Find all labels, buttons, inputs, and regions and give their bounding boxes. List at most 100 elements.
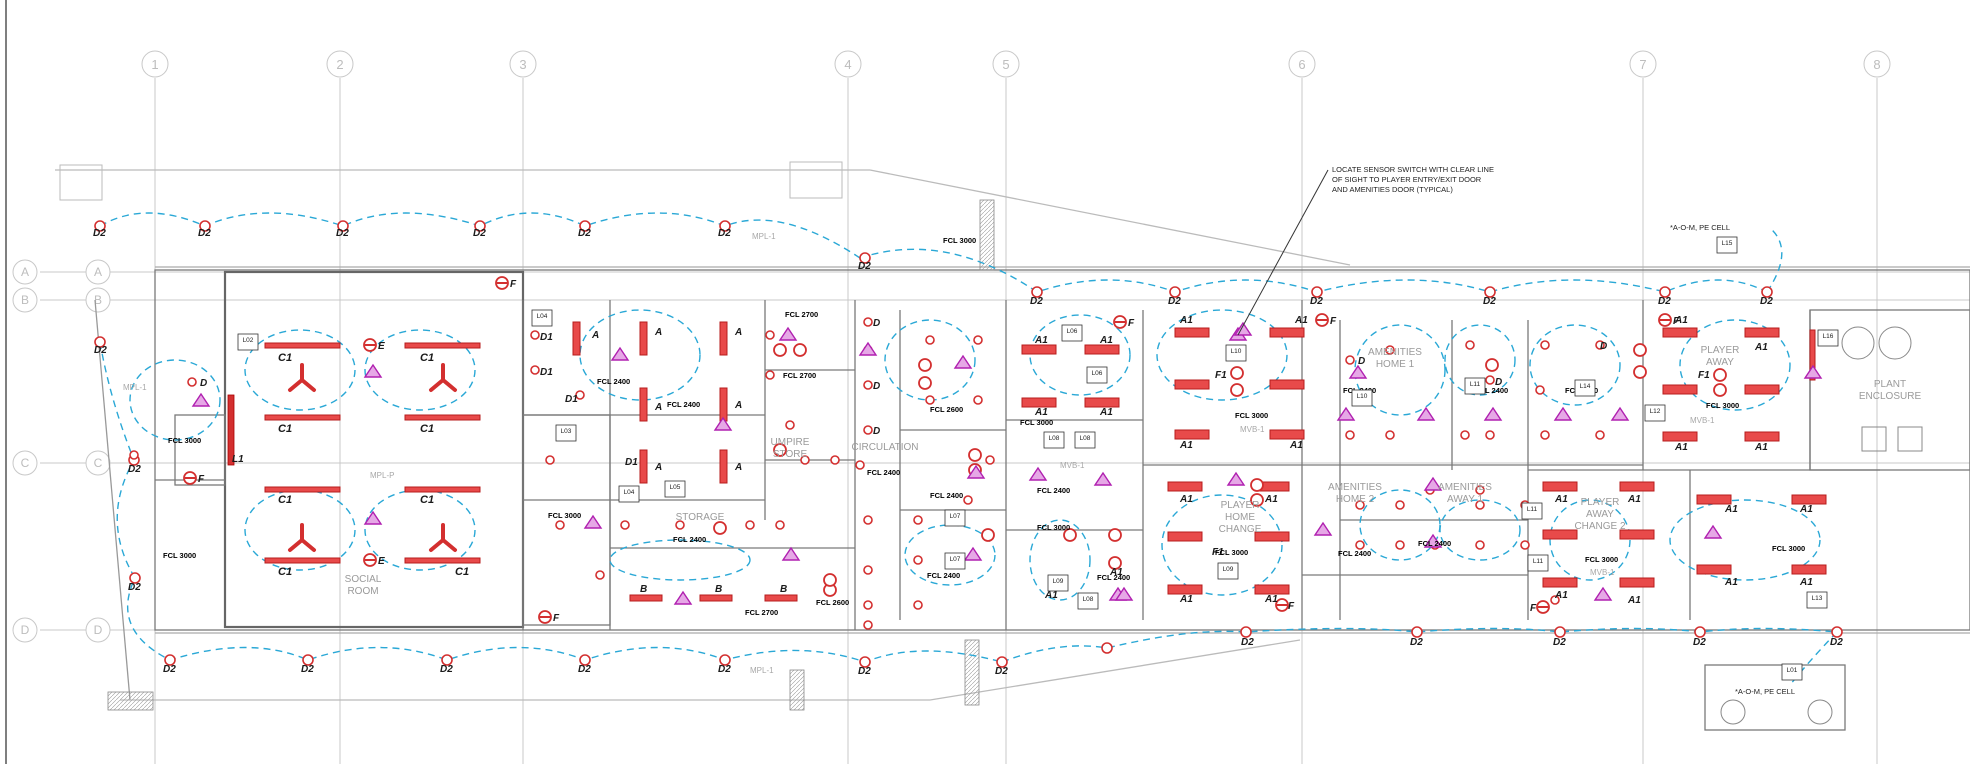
switch-label-boxes xyxy=(237,236,1839,681)
fcl-label: FCL 3000 xyxy=(1215,548,1248,557)
grid-row-a-2: A xyxy=(94,265,102,279)
fixture-tag-c1: C1 xyxy=(278,352,292,364)
downlight-fixtures xyxy=(94,220,1843,668)
grid-row-c-2: C xyxy=(94,456,103,470)
circuit-label: MVB-1 xyxy=(1060,461,1085,470)
grid-col-6: 6 xyxy=(1298,57,1305,72)
grid-col-3: 3 xyxy=(519,57,526,72)
fixture-tag-a1: A1 xyxy=(1554,590,1568,601)
fixture-tag-a1: A1 xyxy=(1799,577,1813,588)
fixture-tag-d2: D2 xyxy=(1553,637,1566,648)
fixture-tag-a1: A1 xyxy=(1179,315,1193,326)
fixture-tag-a: A xyxy=(734,400,742,411)
switch-label: L02 xyxy=(243,337,254,344)
fixture-tag-d1: D1 xyxy=(625,457,638,468)
room-name-amenities-away-2: AWAY 1 xyxy=(1447,494,1484,505)
fcl-label: FCL 2600 xyxy=(816,598,849,607)
fixture-tag-f1: F1 xyxy=(1212,547,1224,558)
fixture-tag-a1: A1 xyxy=(1554,494,1568,505)
grid-col-8: 8 xyxy=(1873,57,1880,72)
fixture-tag-d2: D2 xyxy=(1760,296,1773,307)
room-name-amenities-home-2: HOME 1 xyxy=(1376,359,1415,370)
switch-label: L11 xyxy=(1533,558,1544,565)
fixture-tag-d2: D2 xyxy=(93,228,106,239)
room-name-player-away-top: PLAYER xyxy=(1701,345,1740,356)
room-name-player-away-top-2: AWAY xyxy=(1706,357,1734,368)
fcl-label: FCL 2700 xyxy=(745,608,778,617)
switch-label: L07 xyxy=(950,556,961,563)
fixture-tag-a1: A1 xyxy=(1754,342,1768,353)
switch-label: L11 xyxy=(1470,381,1481,388)
building-walls xyxy=(55,169,1970,731)
fixture-tag-d2: D2 xyxy=(198,228,211,239)
fixture-tag-a1: A1 xyxy=(1724,577,1738,588)
grid-row-b-2: B xyxy=(94,293,102,307)
fixture-tag-a: A xyxy=(654,462,662,473)
fixture-tag-c1: C1 xyxy=(278,566,292,578)
switch-label: L04 xyxy=(624,489,635,496)
room-name-amenities-home-b-2: HOME 2 xyxy=(1336,494,1375,505)
fixture-tag-a1: A1 xyxy=(1264,594,1278,605)
fixture-tag-a1: A1 xyxy=(1099,335,1113,346)
room-name-player-home-3: CHANGE xyxy=(1219,524,1262,535)
switch-label: L09 xyxy=(1053,578,1064,585)
fixture-tag-d2: D2 xyxy=(858,666,871,677)
fcl-label: FCL 2400 xyxy=(673,535,706,544)
switch-label: L01 xyxy=(1787,667,1798,674)
sensor-note-line-2: OF SIGHT TO PLAYER ENTRY/EXIT DOOR xyxy=(1332,175,1482,184)
fixture-tag-d2: D2 xyxy=(858,261,871,272)
grid-row-d: D xyxy=(21,623,30,637)
fcl-label: FCL 2400 xyxy=(597,377,630,386)
fixture-tag-f1: F1 xyxy=(1698,370,1710,381)
room-name-store: UMPIRE xyxy=(771,437,810,448)
switch-label: L16 xyxy=(1823,333,1834,340)
fcl-label: FCL 3000 xyxy=(1235,411,1268,420)
fixture-tag-c1: C1 xyxy=(420,423,434,435)
fcl-label: FCL 3000 xyxy=(943,236,976,245)
circuit-label: MVB-1 xyxy=(1590,568,1615,577)
room-name-circulation: CIRCULATION xyxy=(851,442,918,453)
fan-fixtures xyxy=(288,363,457,552)
fixture-tag-d2: D2 xyxy=(128,582,141,593)
fcl-label: FCL 3000 xyxy=(1037,523,1070,532)
switch-label: L03 xyxy=(561,428,572,435)
circuit-label: MPL-1 xyxy=(123,383,147,392)
fixture-tag-d2: D2 xyxy=(1830,637,1843,648)
grid-col-1: 1 xyxy=(151,57,158,72)
fixture-tag-a1: A1 xyxy=(1179,494,1193,505)
fixture-tag-d2: D2 xyxy=(1483,296,1496,307)
fixture-tag-a1: A1 xyxy=(1099,407,1113,418)
grid-row-a: A xyxy=(21,265,29,279)
fcl-label: FCL 2400 xyxy=(930,491,963,500)
fixture-tag-a1: A1 xyxy=(1109,567,1123,578)
fixture-tag-a1: A1 xyxy=(1289,440,1303,451)
fixture-tag-f: F xyxy=(1288,601,1295,612)
room-name-plant-2: ENCLOSURE xyxy=(1859,391,1922,402)
fixture-tag-d1: D1 xyxy=(565,394,578,405)
fixture-tag-c1: C1 xyxy=(278,423,292,435)
fixture-tag-c1: C1 xyxy=(420,494,434,506)
switch-label: L12 xyxy=(1650,408,1661,415)
sensor-note-line-3: AND AMENITIES DOOR (TYPICAL) xyxy=(1332,185,1453,194)
room-name-player-home-2: HOME xyxy=(1225,512,1255,523)
fixture-tag-a1: A1 xyxy=(1179,440,1193,451)
switch-label: L07 xyxy=(950,513,961,520)
fixture-tag-a: A xyxy=(734,327,742,338)
fcl-label: FCL 2400 xyxy=(867,468,900,477)
fcl-label: FCL 2400 xyxy=(1338,549,1371,558)
fixture-tag-a1: A1 xyxy=(1264,494,1278,505)
circuit-label: MVB-1 xyxy=(1240,425,1265,434)
fixture-tag-a1: A1 xyxy=(1674,442,1688,453)
fcl-label: FCL 3000 xyxy=(168,436,201,445)
linear-fixtures xyxy=(264,321,1827,602)
grid-row-bubbles xyxy=(12,259,111,643)
fixture-tag-d2: D2 xyxy=(995,666,1008,677)
fixture-tag-d2: D2 xyxy=(578,228,591,239)
fcl-label: FCL 3000 xyxy=(548,511,581,520)
circuit-wiring xyxy=(99,212,1838,686)
fcl-label: FCL 3000 xyxy=(1020,418,1053,427)
fixture-tag-f: F xyxy=(553,613,560,624)
room-name-social-2: ROOM xyxy=(347,586,378,597)
grid-col-5: 5 xyxy=(1002,57,1009,72)
